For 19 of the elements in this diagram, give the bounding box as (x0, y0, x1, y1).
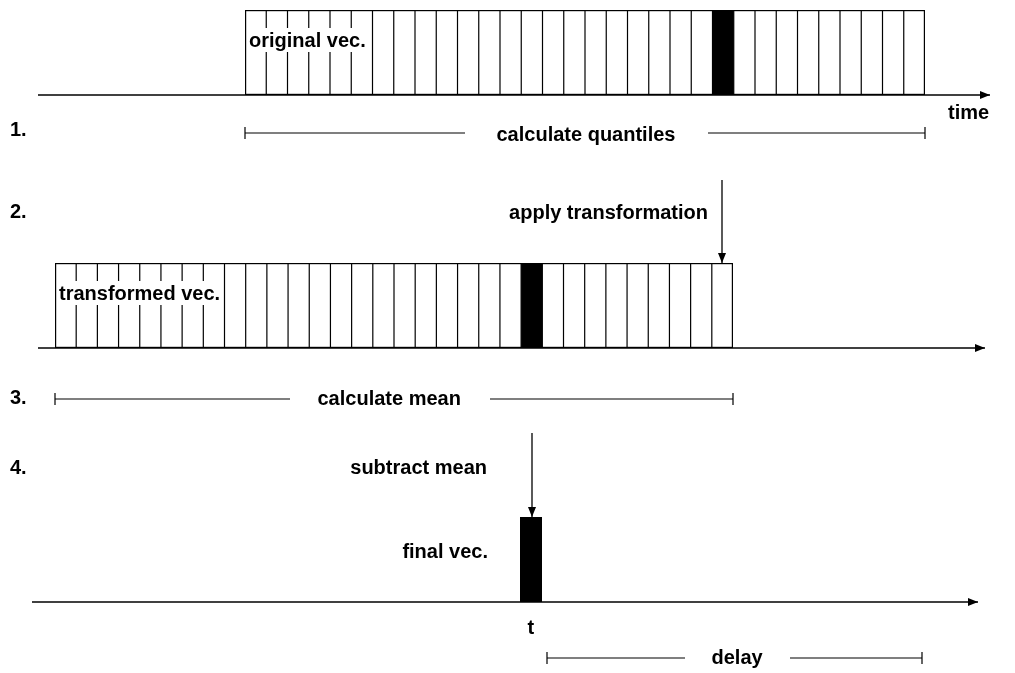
edge-label: subtract mean (350, 455, 487, 479)
vector-box (245, 10, 925, 95)
arrow (528, 432, 536, 518)
step-number: 4. (10, 455, 27, 479)
vector-label: final vec. (402, 539, 488, 563)
step-number: 2. (10, 199, 27, 223)
time-label: t (527, 615, 535, 639)
vector-label: transformed vec. (59, 281, 222, 305)
vector-box (55, 263, 733, 348)
impulse-bar (520, 517, 542, 602)
step-label: calculate quantiles (496, 122, 676, 146)
step-label: calculate mean (317, 386, 461, 410)
vector-label: original vec. (249, 28, 367, 52)
dimension-label: delay (711, 645, 763, 669)
axis-label: time (948, 100, 990, 124)
edge-label: apply transformation (509, 200, 708, 224)
step-number: 3. (10, 385, 27, 409)
arrow (718, 179, 726, 264)
step-number: 1. (10, 117, 27, 141)
